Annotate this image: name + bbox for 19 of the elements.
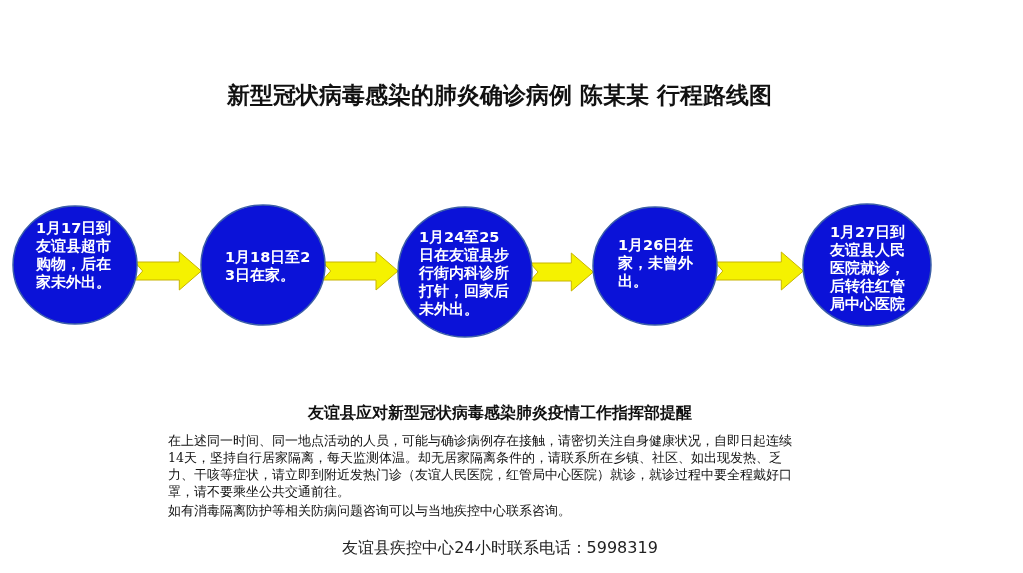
block-arrow (322, 251, 399, 291)
circle-node (200, 204, 326, 326)
notice-paragraph: 如有消毒隔离防护等相关防病问题咨询可以与当地疾控中心联系咨询。 (168, 502, 572, 519)
circle-node (397, 206, 533, 338)
hotline-text: 友谊县疾控中心24小时联系电话：5998319 (341, 538, 659, 559)
notice-paragraph: 在上述同一时间、同一地点活动的人员，可能与确诊病例存在接触，请密切关注自身健康状况，自即日起连续14天，坚持自行居家隔离，每天监测体温。却无居家隔离条件的，请联系所在乡镇、社区、如出现发热、乏力、干咳等症状，请立即到附近发热门诊（友谊人民医院，红管局中心医院）就诊，就诊过程中要全程戴好口罩，请不要乘坐公共交通前往。 (168, 432, 793, 500)
node-text: 1月24至25日在友谊县步行街内科诊所打针，回家后未外出。 (419, 228, 510, 318)
node-text: 1月26日在家，未曾外出。 (618, 236, 695, 290)
node-text: 1月27日到友谊县人民医院就诊，后转往红管局中心医院 (830, 223, 907, 313)
circle-node (12, 205, 138, 325)
circle-node (592, 206, 718, 326)
block-arrow (714, 251, 804, 291)
node-text: 1月17日到友谊县超市购物，后在家未外出。 (36, 219, 113, 291)
node-text: 1月18日至23日在家。 (225, 248, 312, 284)
circle-node (802, 203, 932, 327)
block-arrow (529, 252, 594, 292)
title: 新型冠状病毒感染的肺炎确诊病例 陈某某 行程路线图 (226, 80, 774, 110)
notice-heading: 友谊县应对新型冠状病毒感染肺炎疫情工作指挥部提醒 (306, 403, 693, 424)
block-arrow (134, 251, 202, 291)
